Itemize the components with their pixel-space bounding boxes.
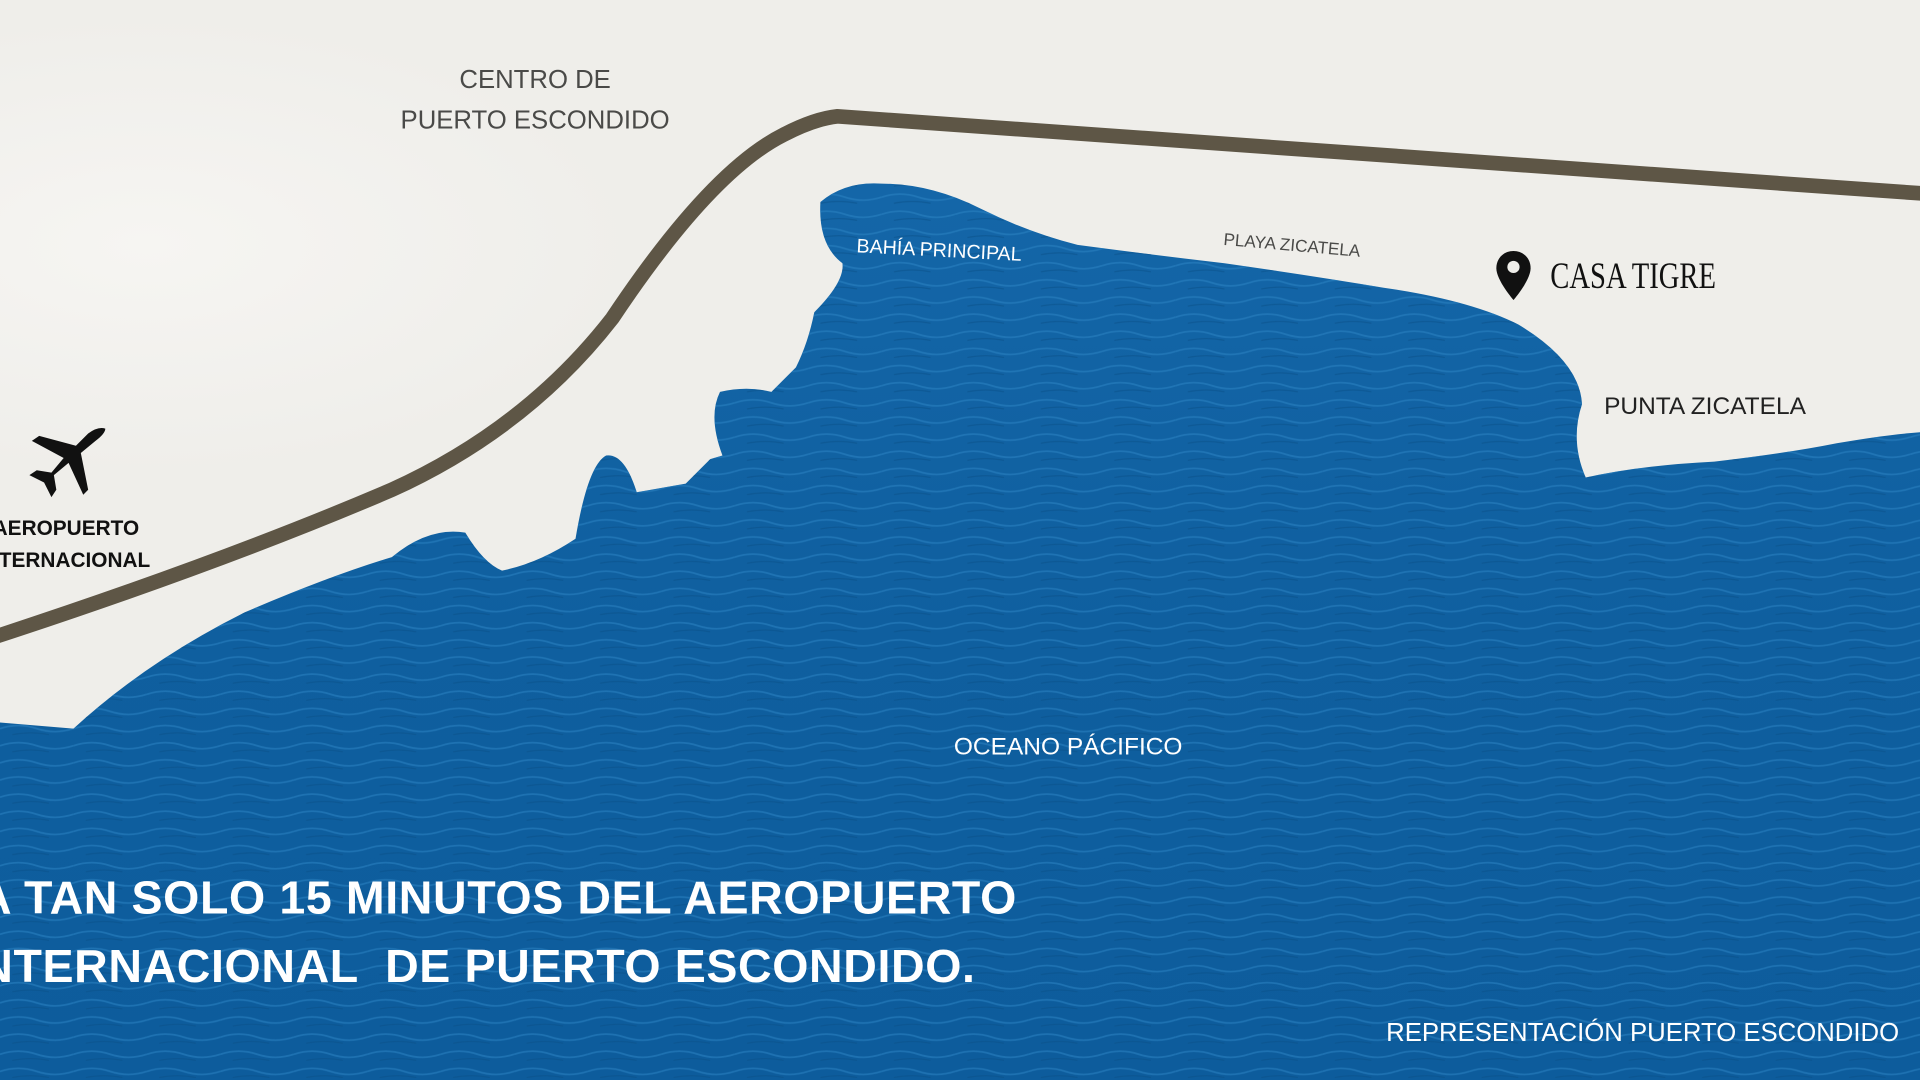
headline-line2: INTERNACIONAL DE PUERTO ESCONDIDO. (0, 941, 976, 994)
label-centro-line1: CENTRO DE (459, 66, 611, 95)
map-pin-icon (1496, 251, 1531, 301)
label-centro-line2: PUERTO ESCONDIDO (400, 106, 670, 135)
caption: REPRESENTACIÓN PUERTO ESCONDIDO (1386, 1018, 1900, 1047)
airplane-icon (29, 427, 106, 498)
label-aeropuerto-line2: INTERNACIONAL (0, 548, 151, 572)
label-punta-zicatela: PUNTA ZICATELA (1604, 393, 1806, 421)
headline: A TAN SOLO 15 MINUTOS DEL AEROPUERTO INT… (0, 864, 1017, 1001)
road (0, 108, 1920, 643)
label-casa-tigre: CASA TIGRE (1550, 255, 1717, 297)
headline-line1: A TAN SOLO 15 MINUTOS DEL AEROPUERTO (0, 873, 1017, 925)
label-aeropuerto: AEROPUERTO INTERNACIONAL (0, 513, 150, 577)
label-centro: CENTRO DE PUERTO ESCONDIDO (399, 60, 671, 141)
label-oceano-pacifico: OCEANO PÁCIFICO (953, 733, 1183, 761)
ocean (0, 183, 1920, 1080)
label-aeropuerto-line1: AEROPUERTO (0, 516, 140, 541)
